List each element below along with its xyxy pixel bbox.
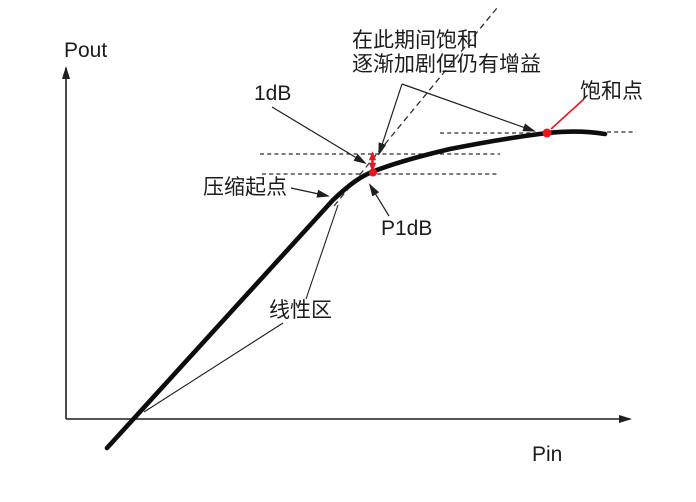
y-axis-label: Pout (64, 39, 108, 62)
saturation-note: 在此期间饱和 逐渐加剧但仍有增益 (352, 29, 541, 77)
saturation-point-dot (542, 128, 552, 138)
leader-note-to-1db-gap-arrow (378, 83, 403, 156)
leader-note-to-saturation-arrow (401, 83, 536, 132)
leader-p1db-arrow (368, 183, 390, 217)
one-db-label: 1dB (254, 82, 292, 105)
saturation-note-line1: 在此期间饱和 (352, 29, 478, 52)
linear-region-label: 线性区 (269, 299, 332, 322)
p1db-point-dot (369, 168, 377, 177)
leader-compression-start-arrow (290, 187, 330, 198)
leader-linear-region-lower (143, 322, 284, 413)
leader-1db-arrow (271, 106, 367, 165)
p1db-label: P1dB (381, 217, 433, 240)
dashed-linear-extension-line (333, 7, 498, 207)
compression-start-label: 压缩起点 (203, 176, 287, 199)
leader-saturation-point-red (550, 98, 585, 130)
saturation-point-label: 饱和点 (580, 80, 643, 103)
gain-curve (104, 129, 608, 451)
leader-linear-region-upper (305, 204, 339, 300)
x-axis-label: Pin (532, 443, 563, 466)
saturation-note-line2: 逐渐加剧但仍有增益 (352, 53, 541, 76)
